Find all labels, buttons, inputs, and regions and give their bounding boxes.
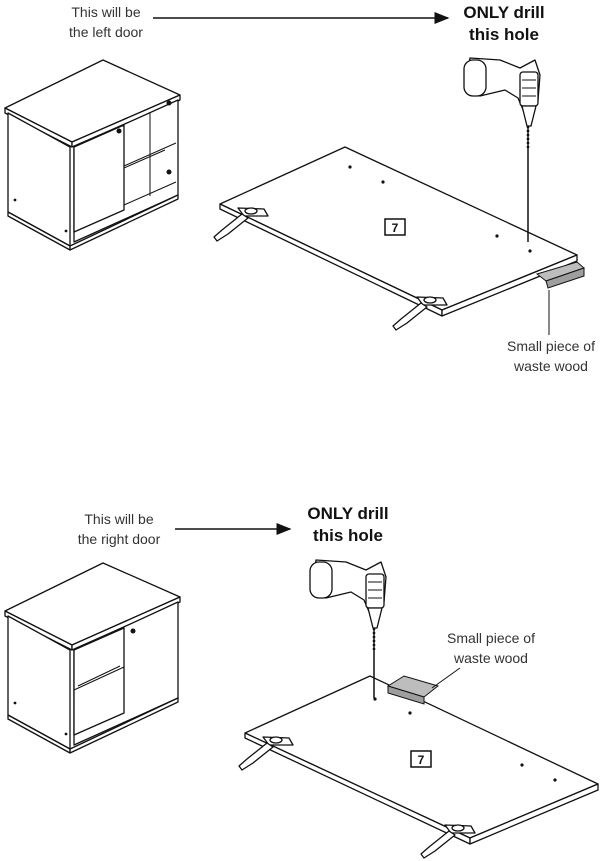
waste-wood-note-top: Small piece of waste wood <box>507 338 595 374</box>
cabinet-left-door-icon <box>4 59 181 251</box>
drill-note-top: ONLY drill this hole <box>463 3 545 44</box>
door-panel-bottom: 7 <box>244 675 599 845</box>
cabinet-right-door-icon <box>4 562 181 754</box>
right-door-note: This will be the right door <box>77 511 161 547</box>
hinge-icon-bottom-right <box>420 824 476 859</box>
drill-icon-top <box>463 57 541 242</box>
door-panel-top: 7 <box>219 146 578 317</box>
waste-wood-block-bottom <box>386 667 461 705</box>
waste-wood-note-bottom: Small piece of waste wood <box>447 630 535 666</box>
bottom-step: 7 <box>4 523 599 859</box>
part-number-top: 7 <box>392 221 399 235</box>
part-number-bottom: 7 <box>418 753 425 767</box>
drill-note-bottom: ONLY drill this hole <box>307 504 389 545</box>
left-door-note: This will be the left door <box>69 4 143 40</box>
waste-wood-block-top <box>535 261 585 335</box>
hinge-icon-top-right <box>392 296 448 331</box>
top-step: 7 <box>4 12 585 335</box>
hinge-icon-bottom-left <box>238 736 294 771</box>
hinge-icon-top-left <box>213 207 269 242</box>
drill-icon-bottom <box>309 559 387 698</box>
